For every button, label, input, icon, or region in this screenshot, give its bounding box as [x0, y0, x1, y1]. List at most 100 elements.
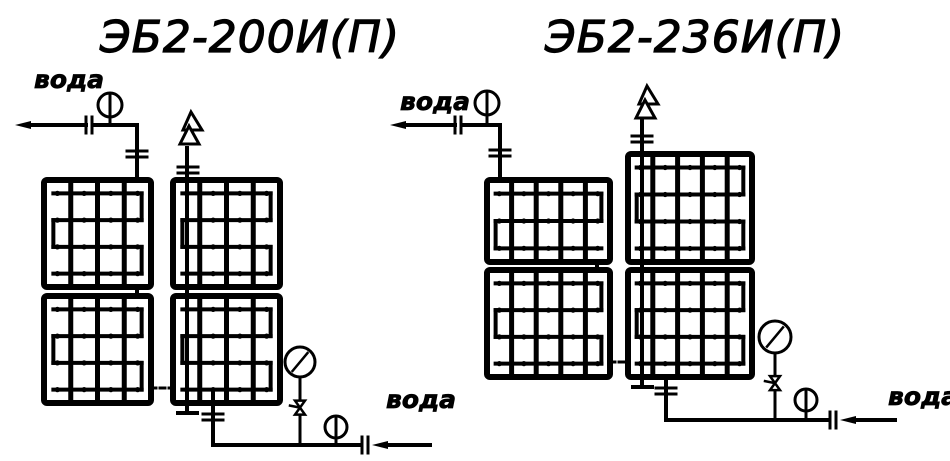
tube-joint: [570, 191, 576, 197]
tube-joint: [264, 333, 270, 339]
tube-joint: [687, 245, 693, 252]
tube-joint: [662, 245, 668, 252]
tube-joint: [54, 271, 60, 277]
tube-joint: [108, 387, 114, 393]
tube-joint: [135, 244, 141, 250]
safety-valve-icon: [177, 122, 202, 146]
water-inlet-label: вода: [888, 382, 950, 411]
tube-joint: [237, 306, 243, 312]
valve-handle: [763, 379, 777, 385]
tube-joint: [662, 334, 668, 340]
tube-joint: [237, 360, 243, 366]
tube-joint: [237, 244, 243, 250]
tube-joint: [687, 280, 693, 286]
heating-element-block: [41, 177, 154, 290]
flow-arrow-icon: [840, 416, 856, 424]
tube-joint: [545, 307, 552, 313]
tube-joint: [662, 361, 668, 367]
safety-valve-icon: [180, 108, 205, 132]
tube-joint: [237, 387, 243, 393]
tube-joint: [210, 190, 216, 196]
tube-joint: [595, 280, 601, 286]
tube-joint: [712, 361, 718, 367]
tube-joint: [662, 218, 668, 225]
tube-joint: [54, 217, 60, 223]
tube-joint: [595, 245, 601, 251]
tube-joint: [81, 306, 87, 312]
tube-joint: [54, 190, 60, 196]
tube-joint: [108, 190, 114, 196]
flow-arrow-icon: [372, 441, 388, 449]
tube-joint: [737, 164, 743, 171]
tube-joint: [135, 360, 141, 366]
diagram-title: ЭБ2-236И(П): [544, 12, 845, 63]
safety-valve-icon: [633, 96, 658, 120]
tube-joint: [545, 245, 552, 251]
safety-valve-icon: [636, 82, 661, 106]
tube-joint: [570, 361, 576, 367]
tube-joint: [545, 280, 552, 286]
tube-joint: [545, 334, 552, 340]
tube-joint: [496, 218, 502, 224]
heating-element-block: [170, 293, 283, 406]
tube-joint: [737, 334, 743, 340]
tube-joint: [81, 387, 87, 393]
tube-joint: [570, 218, 576, 224]
tube-joint: [521, 334, 527, 340]
tube-joint: [496, 307, 502, 313]
block-frame: [625, 267, 755, 380]
heating-element-block: [170, 177, 283, 290]
pipe: [211, 390, 362, 447]
tube-joint: [264, 387, 270, 393]
tube-joint: [712, 334, 718, 340]
tube-joint: [496, 245, 502, 251]
tube-joint: [712, 245, 718, 252]
tube-joint: [595, 361, 601, 367]
tube-joint: [595, 334, 601, 340]
tube-joint: [210, 333, 216, 339]
tube-joint: [496, 280, 502, 286]
tube-joint: [54, 360, 60, 366]
tube-joint: [521, 361, 527, 367]
tube-joint: [521, 307, 527, 313]
water-inlet-label: вода: [386, 385, 456, 414]
tube-joint: [687, 361, 693, 367]
diagram-eb2-200: ЭБ2-200И(П) вода вода: [15, 11, 456, 455]
flow-arrow-icon: [390, 121, 406, 129]
tube-joint: [712, 307, 718, 313]
tube-joint: [496, 361, 502, 367]
pipe: [92, 123, 139, 180]
tube-joint: [712, 191, 718, 198]
tube-joint: [108, 333, 114, 339]
tube-joint: [687, 334, 693, 340]
tube-joint: [135, 217, 141, 223]
tube-joint: [264, 271, 270, 277]
tube-joint: [595, 307, 601, 313]
tube-joint: [737, 245, 743, 252]
tube-joint: [54, 333, 60, 339]
tube-joint: [135, 190, 141, 196]
tube-joint: [737, 191, 743, 198]
tube-joint: [81, 333, 87, 339]
tube-joint: [737, 218, 743, 225]
tube-joint: [712, 280, 718, 286]
diagram-eb2-236: ЭБ2-236И(П) вода вода: [390, 11, 950, 430]
heating-element-block: [625, 267, 755, 380]
tube-joint: [210, 244, 216, 250]
tube-joint: [108, 217, 114, 223]
tube-joint: [237, 271, 243, 277]
tube-joint: [662, 164, 668, 171]
tube-joint: [662, 191, 668, 198]
tube-joint: [264, 306, 270, 312]
tube-joint: [81, 271, 87, 277]
tube-joint: [570, 334, 576, 340]
water-outlet-label: вода: [34, 65, 104, 94]
tube-joint: [237, 333, 243, 339]
tube-joint: [135, 387, 141, 393]
tube-joint: [521, 280, 527, 286]
tube-joint: [595, 218, 601, 224]
tube-joint: [737, 307, 743, 313]
tube-joint: [108, 271, 114, 277]
tube-joint: [662, 280, 668, 286]
